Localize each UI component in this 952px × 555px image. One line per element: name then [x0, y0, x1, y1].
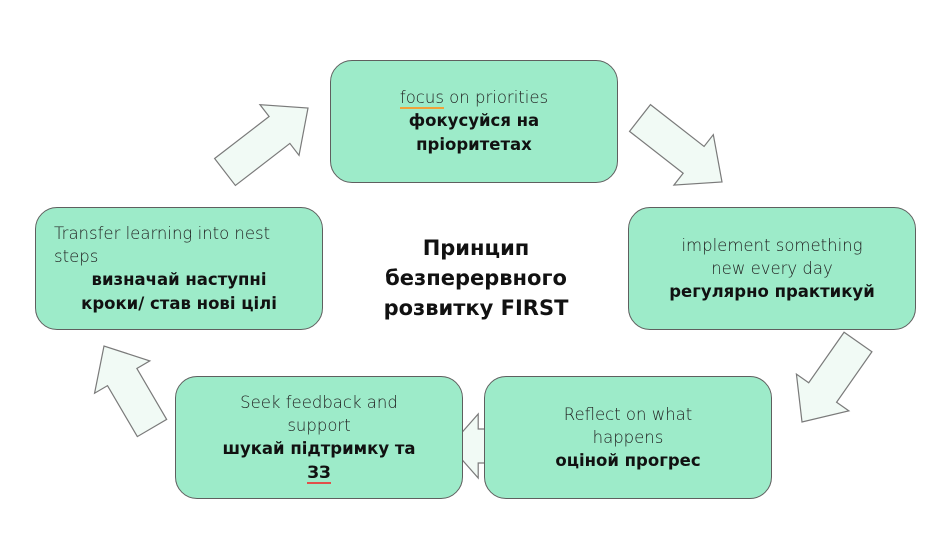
step-feedback-box: Seek feedback and support шукай підтримк…	[175, 376, 463, 499]
step-implement-uk: регулярно практикуй	[669, 281, 875, 301]
arrow-to-reflect-icon	[795, 331, 873, 423]
step-feedback-uk-underlined: ЗЗ	[307, 462, 331, 484]
step-reflect-en: Reflect on what happens	[563, 404, 693, 447]
step-implement-box: implement something new every day регуля…	[628, 207, 916, 330]
step-feedback-uk: шукай підтримку та	[222, 438, 416, 458]
step-focus-en: focus on priorities	[399, 86, 549, 109]
step-reflect-uk: оціной прогрес	[555, 450, 701, 470]
diagram-title: Принцип безперервного розвитку FIRST	[383, 236, 569, 320]
step-focus-en-rest: on priorities	[443, 88, 549, 107]
step-reflect-box: Reflect on what happens оціной прогрес	[484, 376, 772, 499]
step-focus-box: focus on priorities фокусуйся на пріорит…	[330, 60, 618, 183]
step-feedback-en: Seek feedback and support	[240, 392, 398, 435]
step-focus-en-underlined: focus	[399, 88, 444, 109]
step-transfer-uk: визначай наступні кроки/ став нові цілі	[81, 269, 277, 313]
step-transfer-box: Transfer learning into nest steps визнач…	[35, 207, 323, 330]
step-implement-en: implement something new every day	[681, 235, 863, 278]
step-focus-uk: фокусуйся на пріоритетах	[408, 111, 540, 154]
arrow-to-implement-icon	[628, 103, 723, 186]
arrow-to-focus-icon	[213, 103, 309, 187]
arrow-to-transfer-icon	[93, 345, 168, 438]
step-transfer-en: Transfer learning into nest steps	[54, 223, 271, 266]
